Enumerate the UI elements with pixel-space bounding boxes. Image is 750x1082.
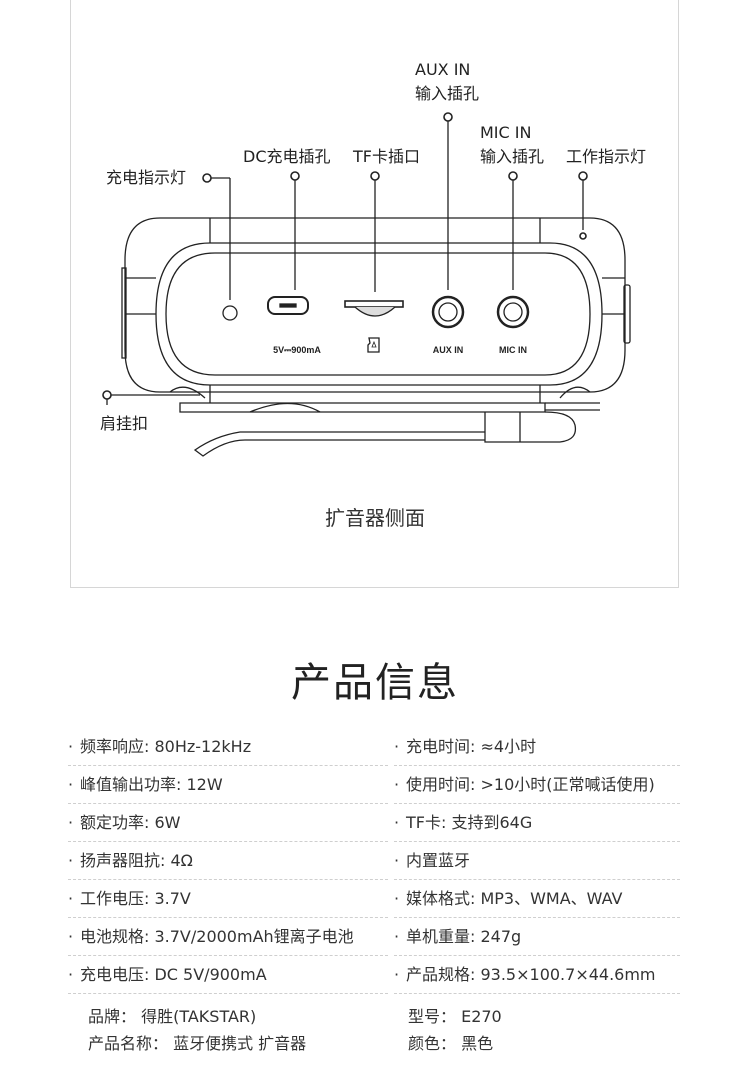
speaker-side-diagram: 5V⎓900mA AUX IN MIC IN (102, 112, 631, 457)
bullet-icon: · (68, 851, 74, 870)
spec-text: 媒体格式: MP3、WMA、WAV (406, 889, 623, 908)
panel-labels: 5V⎓900mA AUX IN MIC IN (273, 345, 527, 355)
spec-row: · 充电时间: ≈4小时 (394, 728, 680, 766)
bullet-icon: · (68, 775, 74, 794)
mic-in-sublabel: 输入插孔 (480, 147, 545, 166)
bullet-icon: · (68, 965, 74, 984)
mic-jack (496, 295, 530, 329)
aux-in-sublabel: 输入插孔 (415, 84, 480, 103)
spec-row: · 频率响应: 80Hz-12kHz (68, 728, 388, 766)
bullet-icon: · (68, 813, 74, 832)
micro-usb-port (267, 296, 309, 315)
spec-row: · 媒体格式: MP3、WMA、WAV (394, 880, 680, 918)
spec-row: · 充电电压: DC 5V/900mA (68, 956, 388, 994)
dc-port-label: DC充电插孔 (243, 147, 331, 166)
bullet-icon: · (394, 927, 400, 946)
spec-row: · 峰值输出功率: 12W (68, 766, 388, 804)
mic-in-label: MIC IN (480, 123, 532, 142)
callout-dots (102, 112, 588, 400)
bullet-icon: · (68, 927, 74, 946)
spec-text: 充电电压: DC 5V/900mA (80, 965, 267, 984)
product-name-info: 产品名称： 蓝牙便携式 扩音器 (88, 1034, 307, 1053)
bullet-icon: · (68, 889, 74, 908)
spec-text: 使用时间: >10小时(正常喊话使用) (406, 775, 655, 794)
spec-row: · 扬声器阻抗: 4Ω (68, 842, 388, 880)
spec-text: 电池规格: 3.7V/2000mAh锂离子电池 (80, 927, 354, 946)
spec-row: · TF卡: 支持到64G (394, 804, 680, 842)
bullet-icon: · (394, 965, 400, 984)
spec-row: · 使用时间: >10小时(正常喊话使用) (394, 766, 680, 804)
spec-row: · 内置蓝牙 (394, 842, 680, 880)
spec-text: 扬声器阻抗: 4Ω (80, 851, 193, 870)
spec-text: TF卡: 支持到64G (406, 813, 533, 832)
dc-rating-text: 5V⎓900mA (273, 345, 321, 355)
leader-lines (106, 121, 584, 405)
tf-slot (344, 300, 404, 308)
section-title: 产品信息 (291, 660, 459, 706)
shoulder-clip-label: 肩挂扣 (100, 414, 149, 433)
panel-ports (222, 295, 530, 353)
speaker-body (121, 217, 631, 403)
bullet-icon: · (394, 737, 400, 756)
model-info: 型号： E270 (408, 1007, 502, 1026)
spec-text: 单机重量: 247g (406, 927, 522, 946)
diagram-caption: 扩音器侧面 (325, 506, 425, 530)
spec-row: · 工作电压: 3.7V (68, 880, 388, 918)
spec-text: 内置蓝牙 (406, 851, 471, 870)
spec-text: 工作电压: 3.7V (80, 889, 191, 908)
spec-row: · 产品规格: 93.5×100.7×44.6mm (394, 956, 680, 994)
tf-card-icon (367, 337, 380, 353)
bullet-icon: · (394, 889, 400, 908)
brand-info: 品牌： 得胜(TAKSTAR) (88, 1007, 257, 1026)
aux-jack (431, 295, 465, 329)
mic-in-text: MIC IN (499, 345, 527, 355)
aux-in-text: AUX IN (433, 345, 464, 355)
spec-row: · 额定功率: 6W (68, 804, 388, 842)
color-info: 颜色： 黑色 (408, 1034, 494, 1053)
bullet-icon: · (394, 813, 400, 832)
tf-slot-label: TF卡插口 (353, 147, 420, 166)
spec-text: 额定功率: 6W (80, 813, 181, 832)
bullet-icon: · (394, 775, 400, 794)
bullet-icon: · (68, 737, 74, 756)
spec-text: 充电时间: ≈4小时 (406, 737, 537, 756)
spec-text: 峰值输出功率: 12W (80, 775, 223, 794)
spec-text: 频率响应: 80Hz-12kHz (80, 737, 252, 756)
shoulder-clip (169, 386, 600, 457)
charge-indicator-label: 充电指示灯 (106, 168, 187, 187)
bullet-icon: · (394, 851, 400, 870)
spec-row: · 单机重量: 247g (394, 918, 680, 956)
aux-in-label: AUX IN (415, 60, 471, 79)
spec-row: · 电池规格: 3.7V/2000mAh锂离子电池 (68, 918, 388, 956)
diagram-frame (70, 0, 679, 588)
spec-text: 产品规格: 93.5×100.7×44.6mm (406, 965, 656, 984)
charge-led (222, 305, 238, 321)
work-indicator-label: 工作指示灯 (566, 147, 647, 166)
